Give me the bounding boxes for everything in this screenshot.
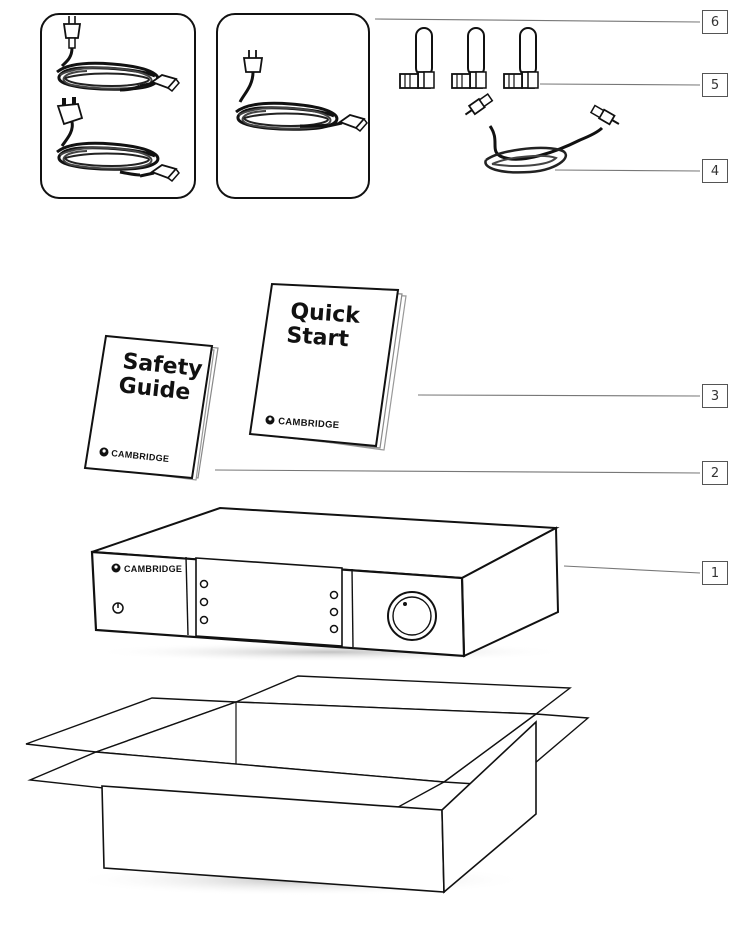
safety-guide-booklet: Safety Guide CAMBRIDGE <box>83 334 219 481</box>
unit-brand: CAMBRIDGE <box>124 564 182 574</box>
cambridge-logo-icon <box>111 563 121 573</box>
us-power-cord-icon <box>234 50 369 133</box>
leader-line-1 <box>563 565 701 574</box>
callout-2: 2 <box>702 461 728 485</box>
power-cord-us-group <box>216 13 370 199</box>
eu-power-cord-icon <box>55 16 181 93</box>
quick-start-title-line2: Start <box>286 323 351 352</box>
uk-power-cord-icon <box>55 97 181 183</box>
quick-start-title-line1: Quick <box>290 299 363 329</box>
leader-lines <box>214 18 701 574</box>
leader-line-2 <box>214 469 701 474</box>
volume-knob-icon <box>387 591 437 641</box>
cambridge-logo-icon <box>99 447 109 457</box>
leader-line-6 <box>374 18 701 23</box>
antennas-group <box>399 27 539 89</box>
callout-6: 6 <box>702 10 728 34</box>
leader-line-3 <box>417 394 701 397</box>
callout-5: 5 <box>702 73 728 97</box>
cardboard-box <box>25 675 590 896</box>
power-cords-eu-uk-group <box>40 13 196 199</box>
audio-cable-icon <box>464 93 620 174</box>
quick-start-brand: CAMBRIDGE <box>278 416 340 431</box>
quick-start-booklet: Quick Start CAMBRIDGE <box>248 282 407 451</box>
leader-line-5 <box>539 83 701 86</box>
antenna-icon <box>503 27 539 89</box>
cambridge-logo-icon <box>265 415 275 425</box>
antenna-icon <box>451 27 487 89</box>
main-unit: CAMBRIDGE <box>90 506 570 662</box>
callout-4: 4 <box>702 159 728 183</box>
callout-3: 3 <box>702 384 728 408</box>
antenna-icon <box>399 27 435 89</box>
leader-line-4 <box>554 169 701 172</box>
callout-1: 1 <box>702 561 728 585</box>
power-button-icon <box>112 602 124 614</box>
